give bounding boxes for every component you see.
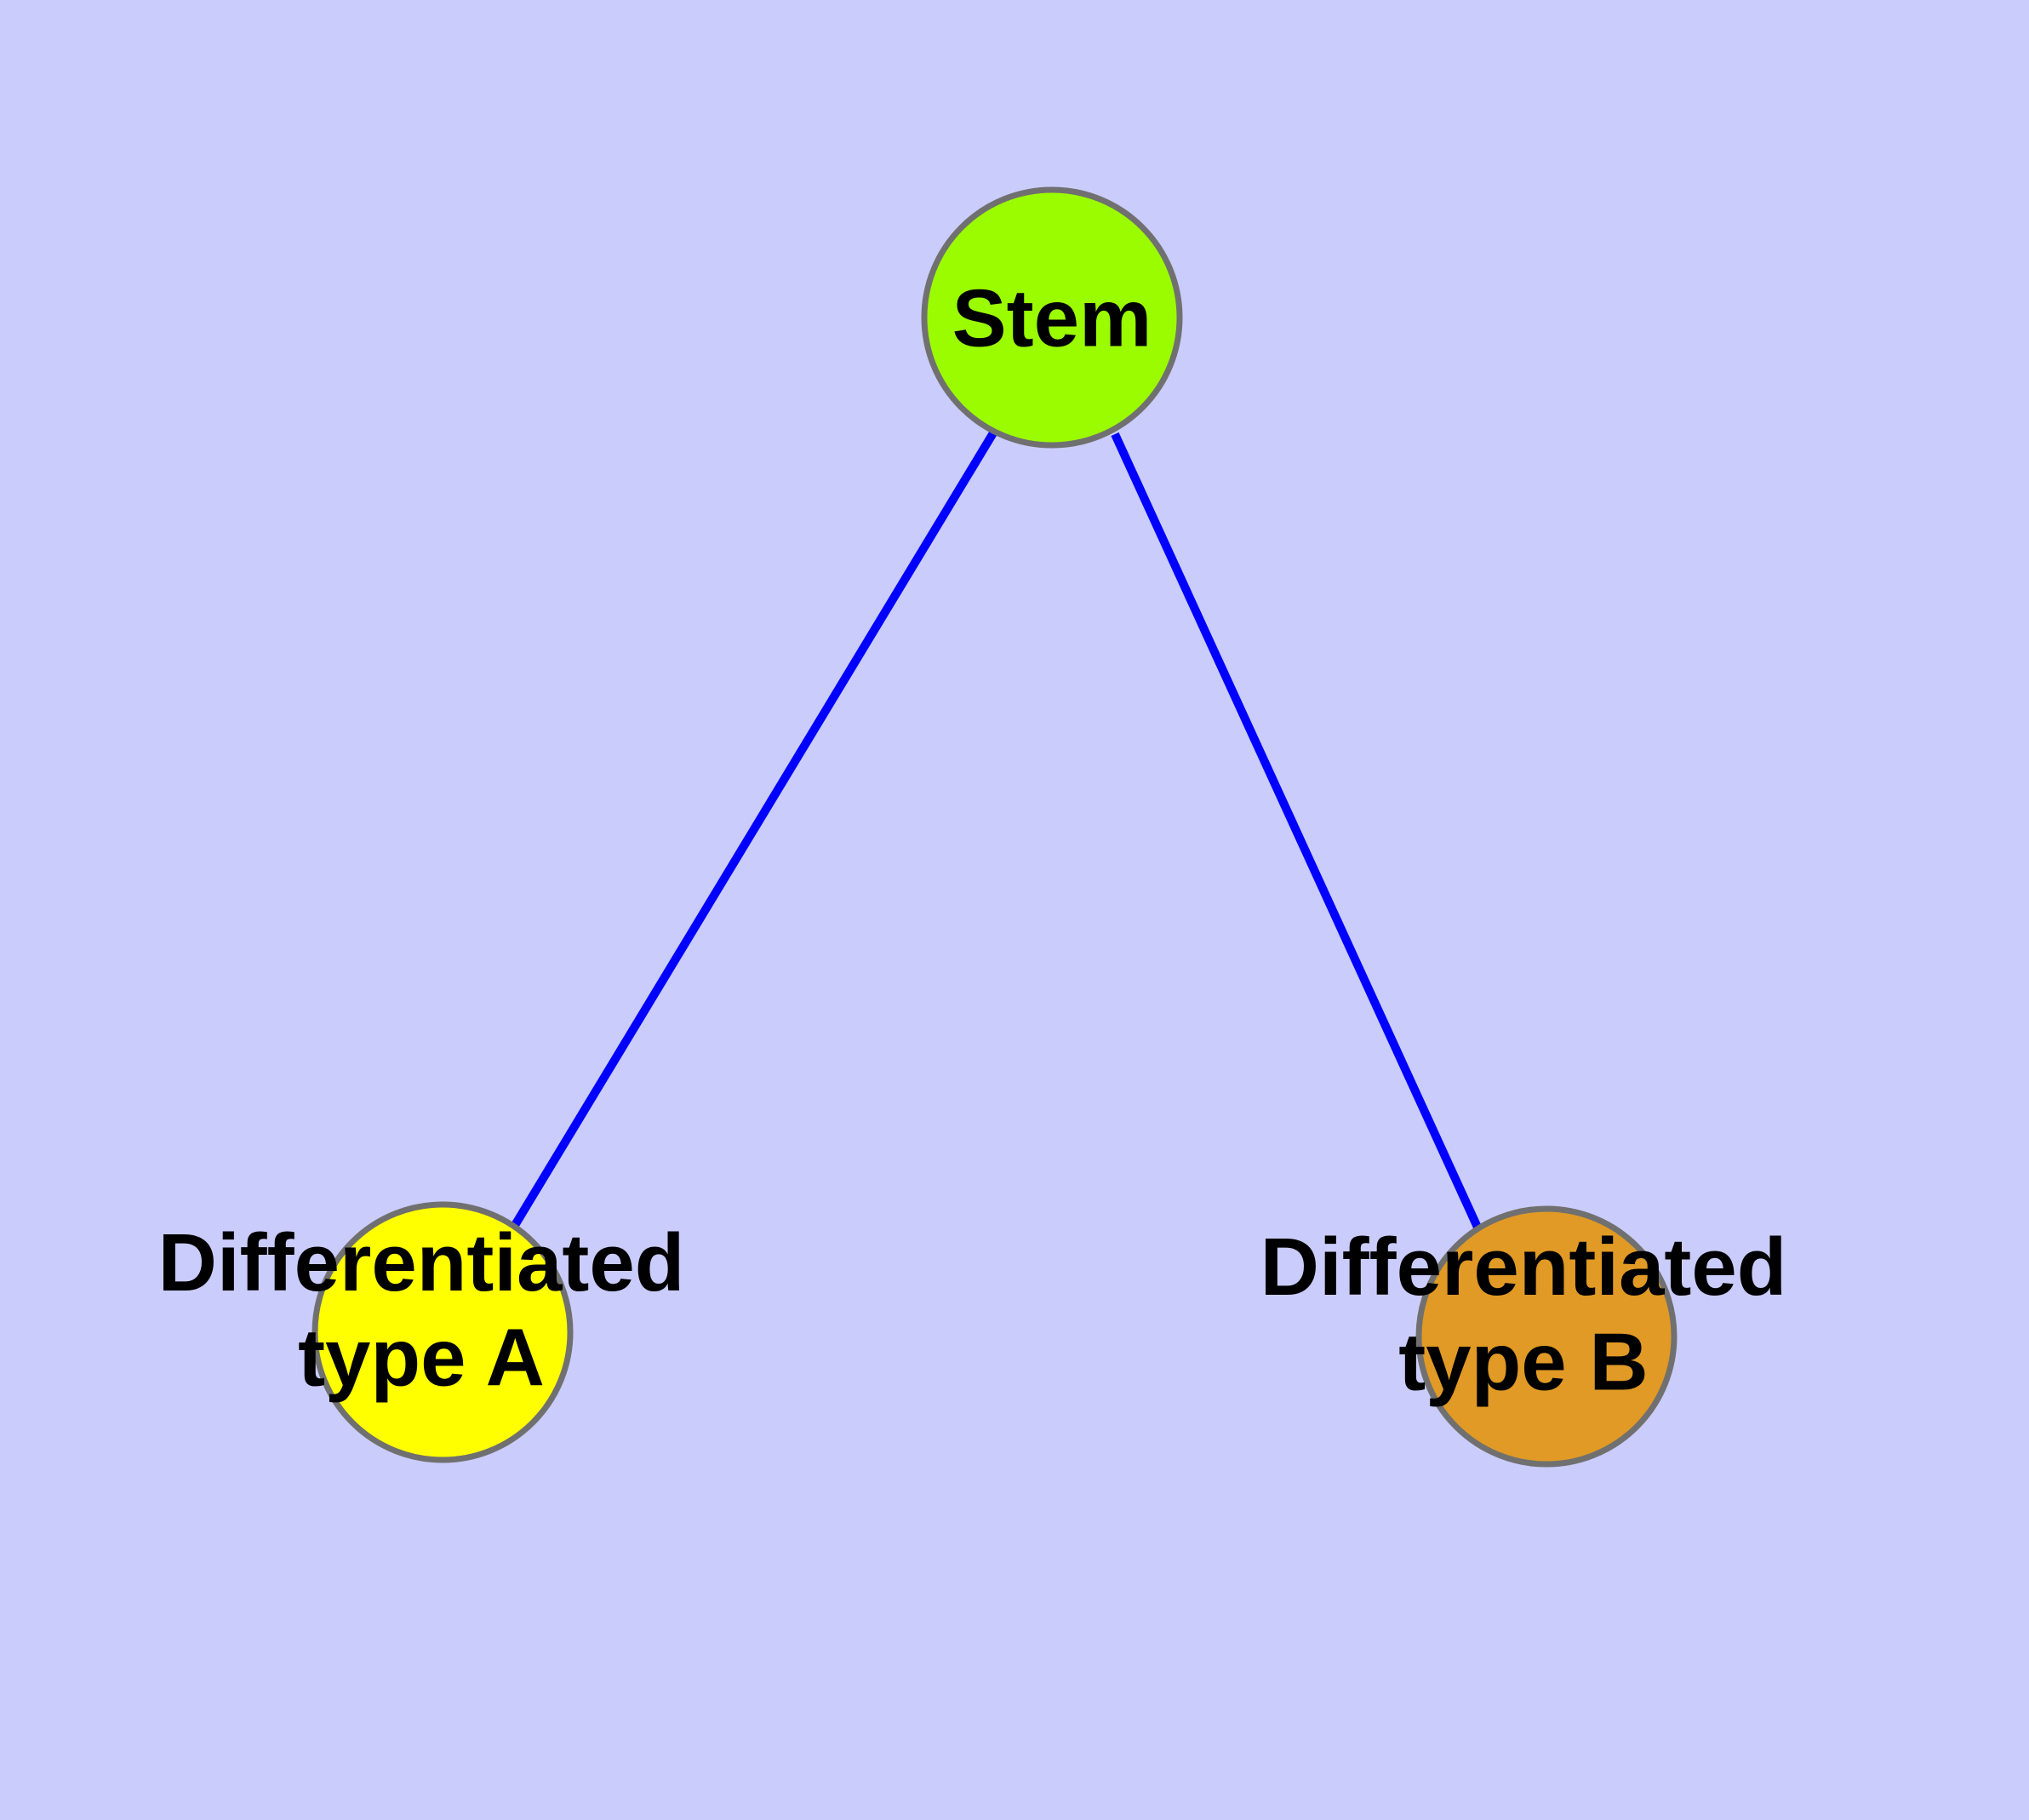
edge-stem-to-diff-type-a[interactable] <box>510 429 998 1229</box>
node-label-line: Differentiated <box>158 1217 685 1308</box>
edges-layer <box>510 429 1483 1233</box>
edge-stem-to-diff-type-b[interactable] <box>1111 432 1483 1233</box>
node-label-line: Stem <box>952 273 1152 364</box>
node-label-line: type A <box>298 1312 545 1403</box>
node-label-stem: Stem <box>952 273 1152 364</box>
node-label-line: Differentiated <box>1260 1222 1787 1313</box>
node-diff-type-b[interactable] <box>1415 1205 1677 1468</box>
node-stem[interactable] <box>921 186 1183 449</box>
node-label-line: type B <box>1398 1316 1648 1407</box>
node-diff-type-a[interactable] <box>311 1201 574 1463</box>
